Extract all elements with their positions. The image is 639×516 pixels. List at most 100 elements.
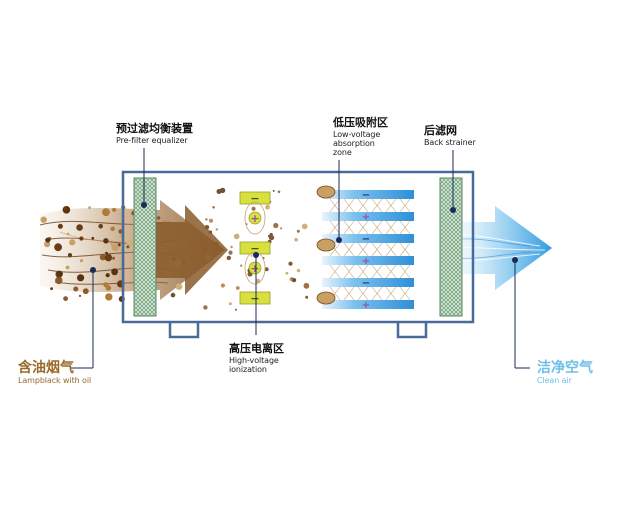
oil-particle xyxy=(111,268,118,276)
oil-particle xyxy=(226,255,231,261)
ion-charge xyxy=(248,211,262,225)
ionization-label-en-1: High-voltage xyxy=(229,355,279,365)
lampblack-label: 含油烟气 Lampblack with oil xyxy=(18,360,91,385)
oil-particle xyxy=(216,189,222,194)
plus-symbol: + xyxy=(362,300,370,311)
oil-particle xyxy=(273,222,279,229)
absorption-plate xyxy=(322,234,414,243)
ion-field xyxy=(244,201,266,235)
prefilter-label-en: Pre-filter equalizer xyxy=(116,135,188,145)
oil-particle xyxy=(175,283,183,291)
ionization-zone: −−−++ xyxy=(239,191,271,305)
oil-particle xyxy=(111,243,120,251)
oil-particle xyxy=(127,239,134,247)
captured-oil xyxy=(316,185,336,199)
plus-symbol: + xyxy=(362,256,370,267)
oil-particle xyxy=(102,208,110,217)
field-line xyxy=(343,242,355,257)
minus-symbol: − xyxy=(362,190,370,201)
oil-particle xyxy=(296,268,301,273)
oil-particle xyxy=(228,250,233,255)
back-strainer-label-cn: 后滤网 xyxy=(424,124,457,137)
ion-charge xyxy=(248,261,262,275)
oil-particle xyxy=(105,285,112,291)
minus-symbol: − xyxy=(250,292,259,305)
absorption-plate xyxy=(322,300,414,309)
field-line xyxy=(385,242,397,257)
absorption-label-en-3: zone xyxy=(333,148,352,158)
oil-particle xyxy=(88,206,91,210)
field-line xyxy=(385,264,397,279)
captured-oil xyxy=(316,291,336,305)
field-line xyxy=(385,198,397,213)
oil-particle xyxy=(57,223,63,229)
pointer-dots xyxy=(90,202,518,273)
oil-particle xyxy=(105,293,113,301)
absorption-label-en-2: absorption xyxy=(333,138,375,148)
minus-symbol: − xyxy=(250,192,259,205)
oil-particle xyxy=(265,204,270,210)
field-line xyxy=(329,242,341,257)
oil-particle xyxy=(110,226,115,232)
ionization-label-cn: 高压电离区 xyxy=(229,342,284,355)
oil-particle xyxy=(44,241,51,248)
field-line xyxy=(343,220,355,235)
oil-particle xyxy=(272,189,275,192)
pointer-lines xyxy=(70,148,530,369)
oil-particle xyxy=(212,206,215,209)
oil-particle xyxy=(77,274,85,282)
oil-particle xyxy=(264,267,269,272)
oil-particle xyxy=(301,223,308,230)
field-line xyxy=(371,242,383,257)
oil-particle xyxy=(220,283,225,288)
smoke-arrow-inner xyxy=(156,205,228,295)
field-line xyxy=(357,220,369,235)
field-line xyxy=(399,198,411,213)
oil-particle xyxy=(205,218,208,221)
ionizer-plate xyxy=(239,291,271,305)
absorption-plate xyxy=(322,190,414,199)
lampblack-label-cn: 含油烟气 xyxy=(18,360,74,376)
oil-particle xyxy=(251,206,256,211)
oil-particle xyxy=(103,238,109,244)
oil-particle xyxy=(66,232,70,236)
oil-particle xyxy=(285,271,289,275)
field-line xyxy=(385,220,397,235)
oil-particle xyxy=(105,273,110,278)
oil-particle xyxy=(118,229,123,234)
field-line xyxy=(343,286,355,301)
absorption-plate xyxy=(322,212,414,221)
absorption-plate xyxy=(322,278,414,287)
oil-particle xyxy=(45,237,51,243)
oil-particle xyxy=(209,218,213,223)
oil-particle xyxy=(99,254,106,261)
oil-particle xyxy=(63,296,68,301)
minus-symbol: − xyxy=(362,278,370,289)
field-line xyxy=(357,264,369,279)
oil-particle xyxy=(79,259,84,263)
oil-particle xyxy=(230,245,233,249)
absorption-label: 低压吸附区 Low-voltage absorption zone xyxy=(333,116,388,158)
oil-particle xyxy=(65,265,70,270)
clean-air-label-en: Clean air xyxy=(537,376,572,386)
oil-particle xyxy=(292,278,297,283)
field-line xyxy=(343,264,355,279)
field-line xyxy=(357,286,369,301)
clean-air-label-cn: 洁净空气 xyxy=(537,360,593,376)
lampblack-label-en: Lampblack with oil xyxy=(18,376,92,386)
oil-particle xyxy=(277,190,281,194)
oil-particle xyxy=(303,282,310,289)
pre-filter-mesh xyxy=(133,177,157,317)
oil-particle xyxy=(67,253,73,258)
oil-particle xyxy=(63,207,67,211)
oil-particle xyxy=(280,227,283,230)
oil-particle xyxy=(170,292,176,298)
captured-oil xyxy=(316,238,336,252)
oil-particle xyxy=(110,243,113,246)
field-line xyxy=(329,264,341,279)
clean-air-label: 洁净空气 Clean air xyxy=(537,360,593,385)
absorption-label-en-1: Low-voltage xyxy=(333,129,381,139)
oil-particle xyxy=(268,234,275,241)
field-line xyxy=(399,220,411,235)
